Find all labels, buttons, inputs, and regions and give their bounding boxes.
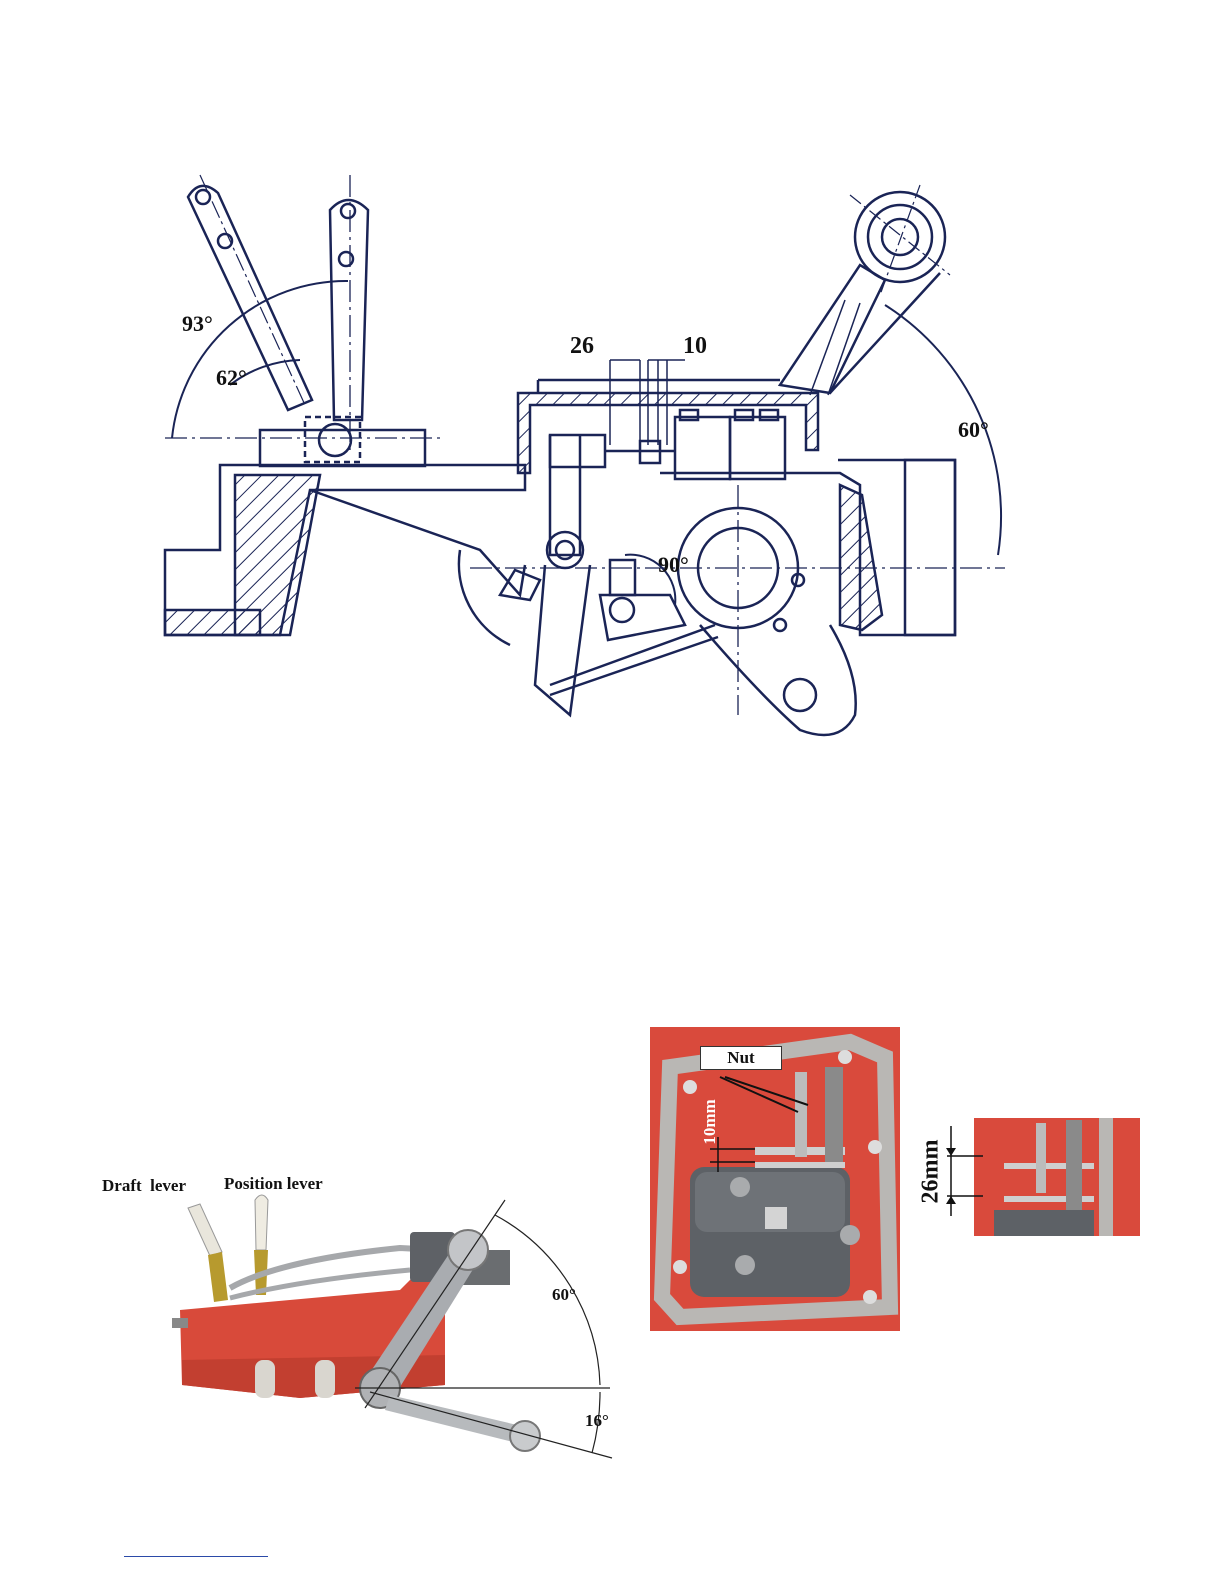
rockshaft — [678, 508, 856, 735]
dim-26mm-label: 26mm — [918, 1137, 945, 1207]
control-linkage — [310, 435, 718, 715]
pivot-block — [260, 417, 425, 466]
draft-lever-shape — [188, 1204, 228, 1302]
valve-cover — [518, 380, 818, 473]
angle-16-photo-label: 16° — [585, 1411, 609, 1430]
position-lever — [330, 200, 368, 420]
valve-adjust-photo — [650, 1027, 900, 1331]
hitch-assembly-photo: 60° 16° — [100, 1170, 620, 1470]
footer-rule — [124, 1556, 268, 1557]
draft-lever-label: Draft lever — [102, 1176, 186, 1196]
position-lever-shape — [254, 1195, 268, 1295]
nut-label: Nut — [700, 1046, 782, 1070]
position-lever-label: Position lever — [224, 1174, 323, 1194]
lift-arm — [780, 185, 950, 395]
hitch-linkage-drawing: 93° 62° — [140, 155, 1040, 745]
angle-60-photo-label: 60° — [552, 1285, 576, 1304]
angle-93-label: 93° — [182, 311, 213, 336]
angle-90-label: 90° — [658, 552, 689, 577]
dim-26-label: 26 — [570, 333, 594, 359]
valve-detail-photo — [974, 1118, 1140, 1236]
draft-lever — [188, 175, 312, 410]
angle-60-label: 60° — [958, 417, 989, 442]
dim-10mm-label: 10mm — [700, 1092, 720, 1152]
angle-arcs-left — [172, 281, 348, 438]
nut-label-text: Nut — [727, 1048, 754, 1068]
dim-10-label: 10 — [683, 333, 707, 359]
angle-62-label: 62° — [216, 365, 247, 390]
